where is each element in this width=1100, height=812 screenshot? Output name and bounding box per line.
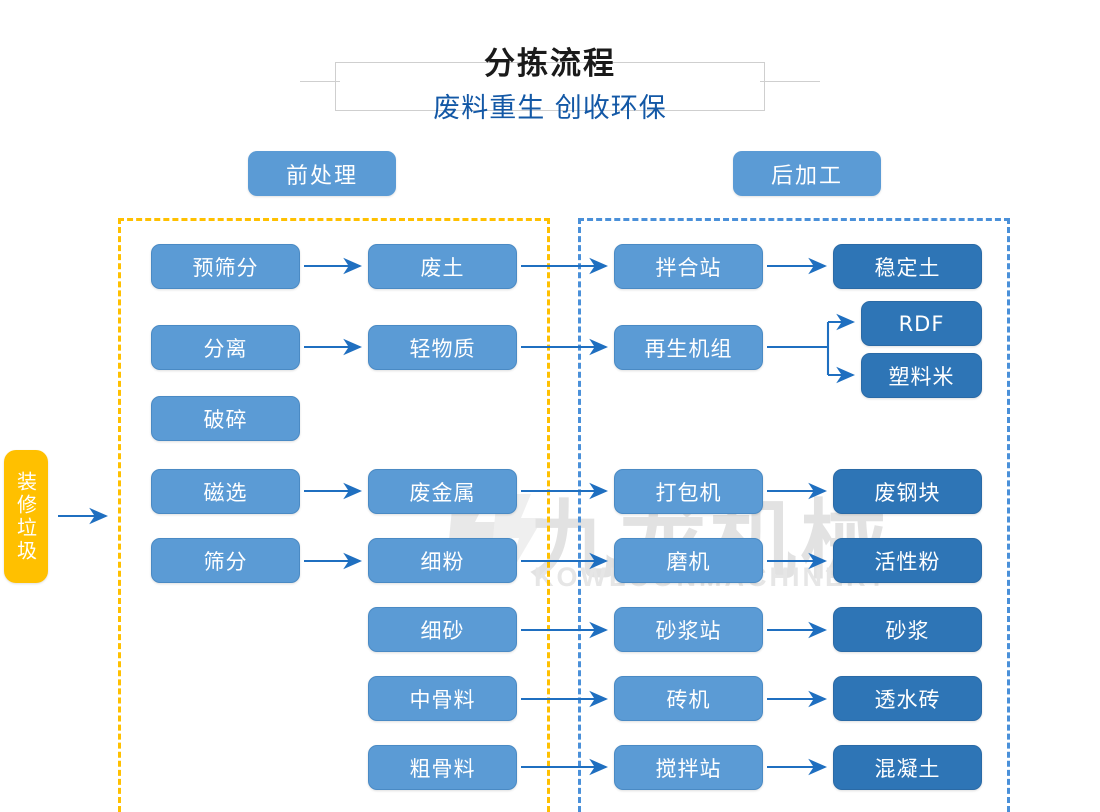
node-equipment-baler[interactable]: 打包机 <box>614 469 763 514</box>
title-frame <box>335 62 765 111</box>
node-process-crushing[interactable]: 破碎 <box>151 396 300 441</box>
node-product-mortar[interactable]: 砂浆 <box>833 607 982 652</box>
node-process-magnetic[interactable]: 磁选 <box>151 469 300 514</box>
node-material-coarse-agg[interactable]: 粗骨料 <box>368 745 517 790</box>
node-product-stabilized-soil[interactable]: 稳定土 <box>833 244 982 289</box>
node-process-presieving[interactable]: 预筛分 <box>151 244 300 289</box>
node-material-fine-sand[interactable]: 细砂 <box>368 607 517 652</box>
node-material-scrap-metal[interactable]: 废金属 <box>368 469 517 514</box>
node-material-fine-powder[interactable]: 细粉 <box>368 538 517 583</box>
page-subtitle: 废料重生 创收环保 <box>433 93 667 124</box>
node-process-screening[interactable]: 筛分 <box>151 538 300 583</box>
region-pretreatment <box>118 218 550 812</box>
title-rule-right <box>760 81 820 82</box>
node-equipment-mill[interactable]: 磨机 <box>614 538 763 583</box>
node-equipment-mortar-station[interactable]: 砂浆站 <box>614 607 763 652</box>
node-product-rdf[interactable]: RDF <box>861 301 982 346</box>
node-product-permeable-brick[interactable]: 透水砖 <box>833 676 982 721</box>
node-process-separation[interactable]: 分离 <box>151 325 300 370</box>
node-equipment-mixing-station[interactable]: 拌合站 <box>614 244 763 289</box>
section-badge-pretreatment[interactable]: 前处理 <box>248 151 396 196</box>
title-rule-left <box>300 81 340 82</box>
node-equipment-recycling-unit[interactable]: 再生机组 <box>614 325 763 370</box>
node-material-medium-agg[interactable]: 中骨料 <box>368 676 517 721</box>
node-product-plastic-pellets[interactable]: 塑料米 <box>861 353 982 398</box>
page-title: 分拣流程 <box>484 46 616 82</box>
node-equipment-batching-plant[interactable]: 搅拌站 <box>614 745 763 790</box>
node-product-concrete[interactable]: 混凝土 <box>833 745 982 790</box>
input-node-renovation-waste[interactable]: 装修垃圾 <box>4 450 48 583</box>
section-badge-postprocessing[interactable]: 后加工 <box>733 151 881 196</box>
node-product-active-powder[interactable]: 活性粉 <box>833 538 982 583</box>
node-material-waste-soil[interactable]: 废土 <box>368 244 517 289</box>
region-postprocessing <box>578 218 1010 812</box>
node-material-light-matter[interactable]: 轻物质 <box>368 325 517 370</box>
node-equipment-brick-machine[interactable]: 砖机 <box>614 676 763 721</box>
node-product-scrap-steel[interactable]: 废钢块 <box>833 469 982 514</box>
